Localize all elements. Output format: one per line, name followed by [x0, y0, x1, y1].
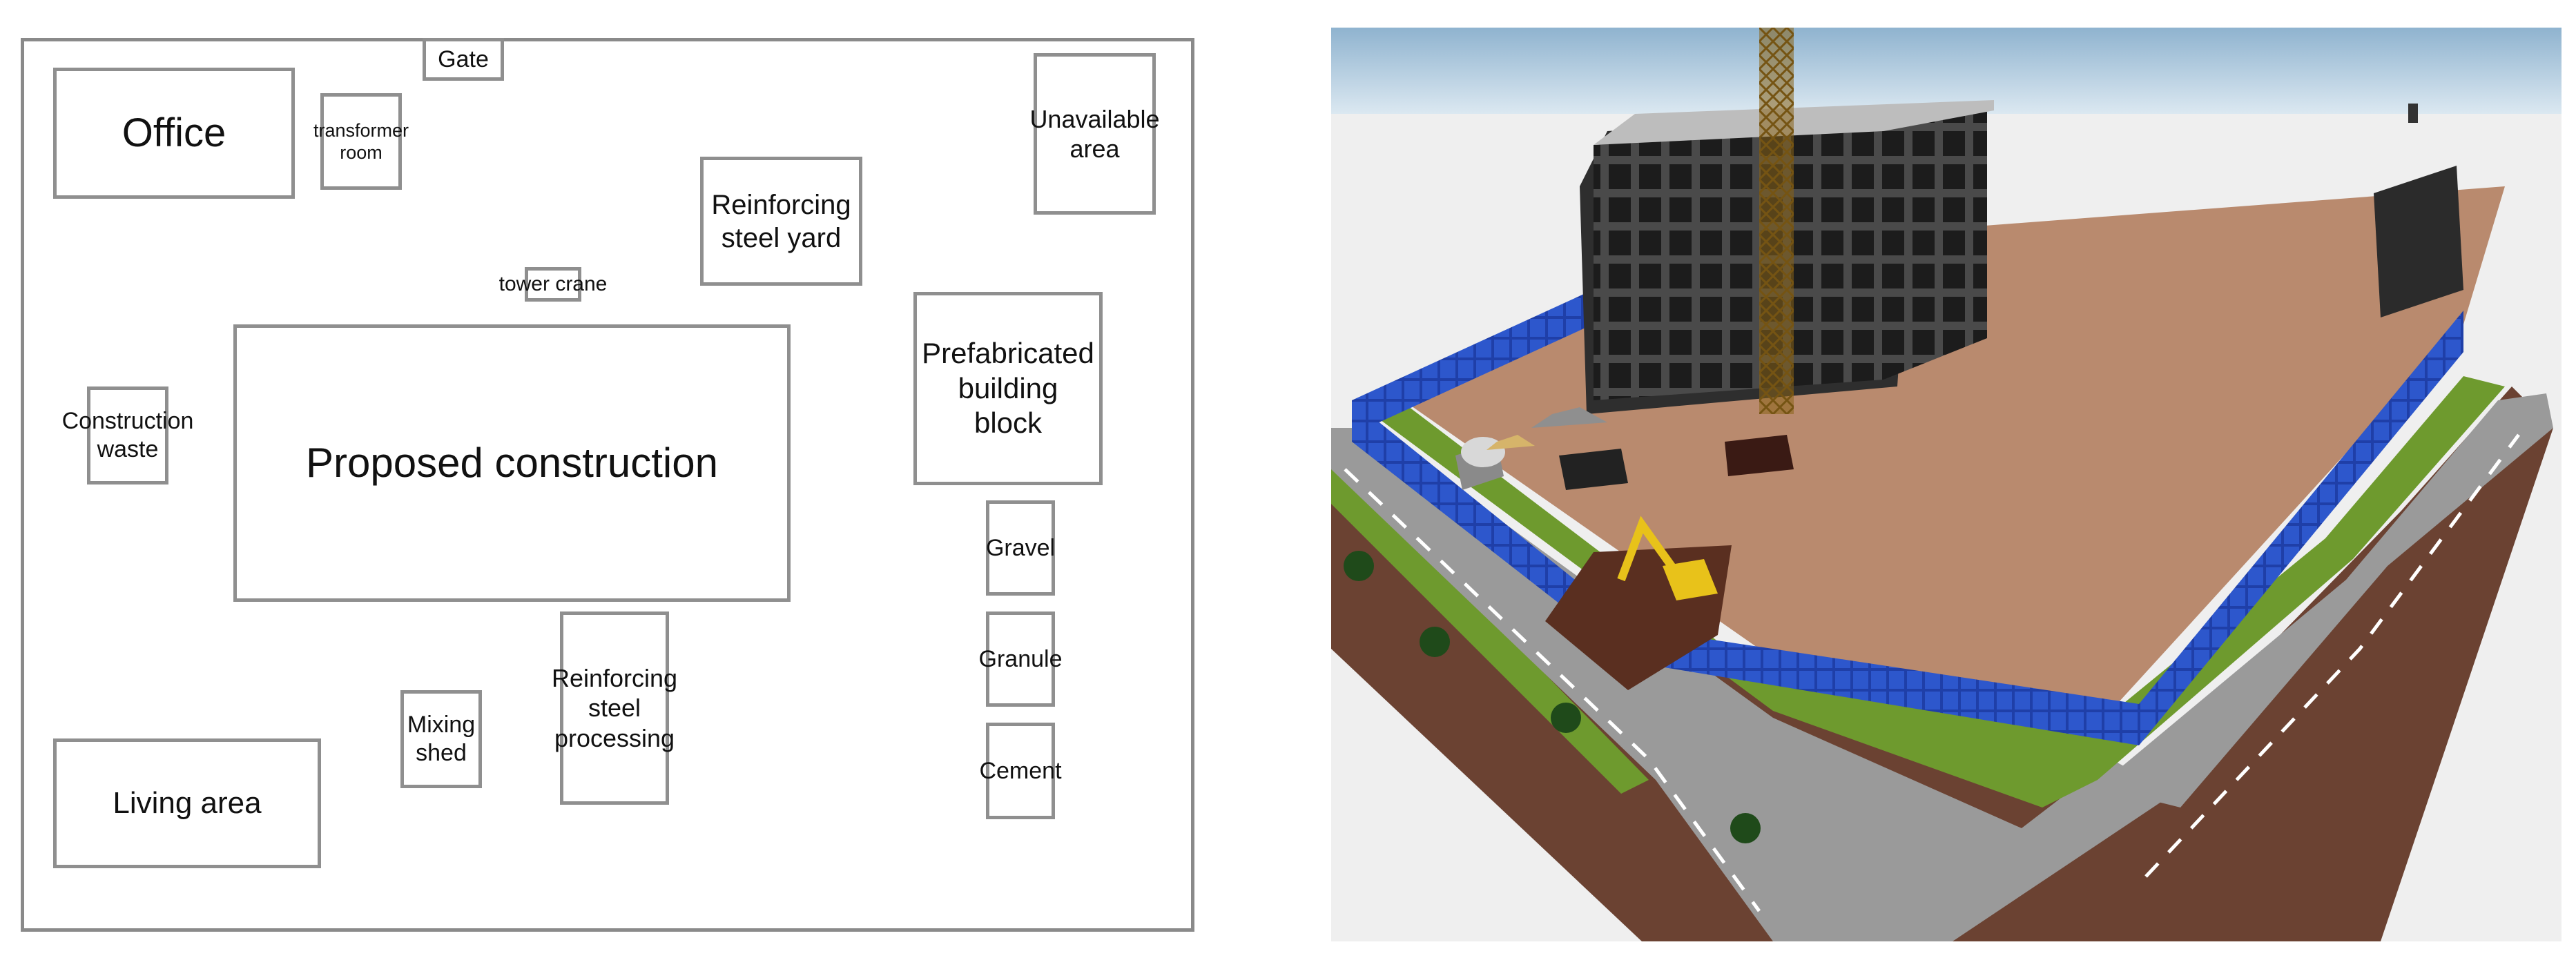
zone-prefabricated-building-block: Prefabricated building block: [913, 292, 1103, 485]
zone-gate: Gate: [423, 38, 504, 81]
site-3d-model: [1331, 28, 2562, 941]
tree-2: [1420, 627, 1450, 657]
soil-base: [1331, 386, 2553, 941]
building-windows-front: [1594, 131, 1883, 400]
tree-3: [1551, 703, 1581, 733]
gravel-pile: [1531, 407, 1607, 428]
building-windows-side: [1883, 110, 1987, 380]
sky: [1331, 28, 2562, 114]
zone-tower-crane: tower crane: [499, 267, 607, 302]
steel-pipes: [1559, 449, 1628, 490]
zone-construction-waste: Construction waste: [62, 386, 193, 484]
zone-unavailable-area: Unavailable area: [1029, 53, 1160, 215]
fence-front-left: [1352, 400, 2139, 745]
road-marking-right: [2144, 433, 2521, 878]
zone-proposed-construction: Proposed construction: [233, 324, 791, 602]
zone-granule: Granule: [979, 611, 1062, 707]
zone-cement: Cement: [979, 723, 1062, 819]
road-right: [2098, 393, 2553, 808]
excavator-arm: [1617, 516, 1680, 582]
tree-1: [1344, 551, 1374, 581]
tree-4: [1730, 813, 1761, 843]
zone-living-area: Living area: [53, 738, 321, 868]
site-layout-plan: Gate Office transformer room Unavailable…: [0, 0, 1215, 969]
tower-crane-body: [1759, 28, 1794, 414]
site-3d-scene: [1331, 28, 2562, 941]
zone-reinforcing-steel-yard: Reinforcing steel yard: [700, 157, 862, 286]
fence-front-right: [2139, 311, 2463, 745]
zone-gravel: Gravel: [986, 500, 1055, 596]
zone-office: Office: [53, 68, 295, 199]
flag: [2408, 104, 2418, 123]
zone-transformer-room: transformer room: [313, 93, 409, 190]
site-office-block: [2374, 166, 2463, 317]
zone-reinforcing-steel-processing: Reinforcing steel processing: [552, 611, 677, 805]
zone-mixing-shed: Mixing shed: [400, 690, 482, 788]
sand-pile: [1486, 435, 1535, 450]
grass-strip-inner: [1373, 376, 2505, 808]
road-marking-left: [1344, 468, 1761, 912]
material-stack: [1725, 435, 1794, 476]
